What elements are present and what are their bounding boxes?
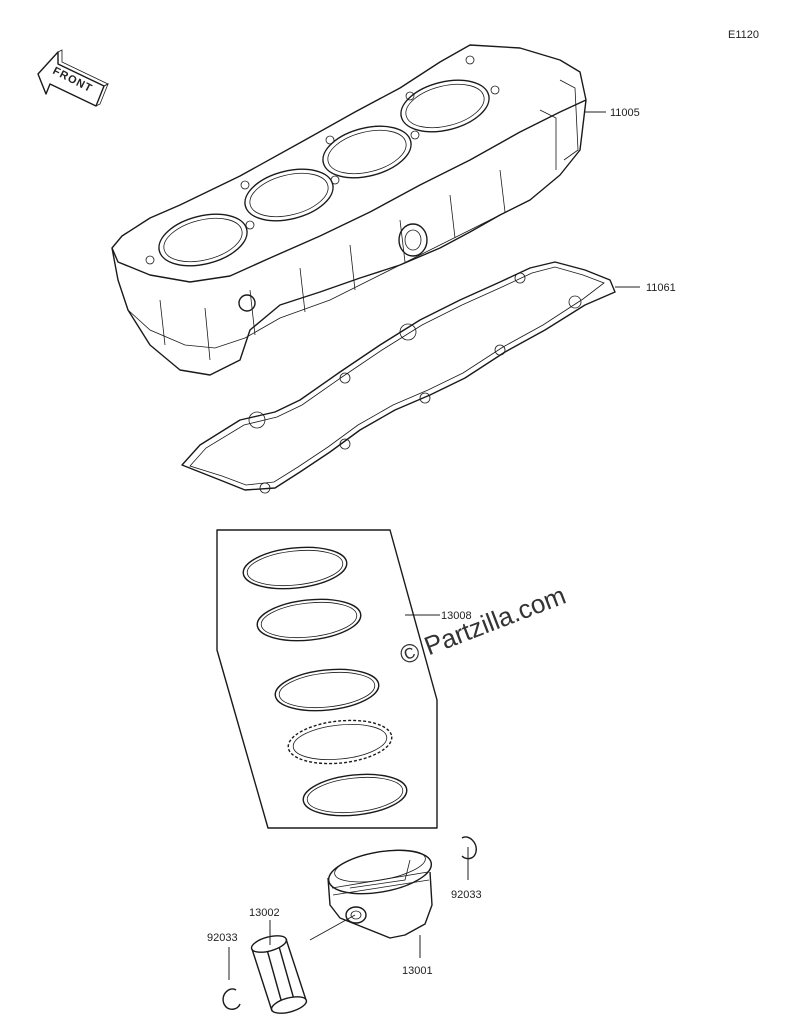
- piston: [327, 849, 433, 939]
- piston-ring-set: [216, 529, 438, 829]
- front-arrow-label: FRONT: [51, 65, 95, 95]
- front-arrow-icon: FRONT: [37, 49, 109, 107]
- callout-clip-left: 92033: [207, 932, 238, 944]
- callout-rings: 13008: [441, 610, 472, 622]
- circlip-right: [461, 836, 477, 860]
- diagram-code: E1120: [728, 29, 759, 41]
- callout-clip-right: 92033: [451, 889, 482, 901]
- piston-pin: [250, 935, 308, 1014]
- leader-lines: [228, 111, 640, 980]
- watermark: © Partzilla.com: [395, 580, 569, 671]
- circlip-left: [222, 988, 241, 1010]
- callout-pin: 13002: [249, 907, 280, 919]
- cylinder-block: [111, 44, 587, 376]
- cylinder-gasket: [181, 261, 616, 494]
- callout-piston: 13001: [402, 965, 433, 977]
- callout-gasket: 11061: [646, 282, 676, 294]
- callout-cylinder: 11005: [610, 107, 640, 119]
